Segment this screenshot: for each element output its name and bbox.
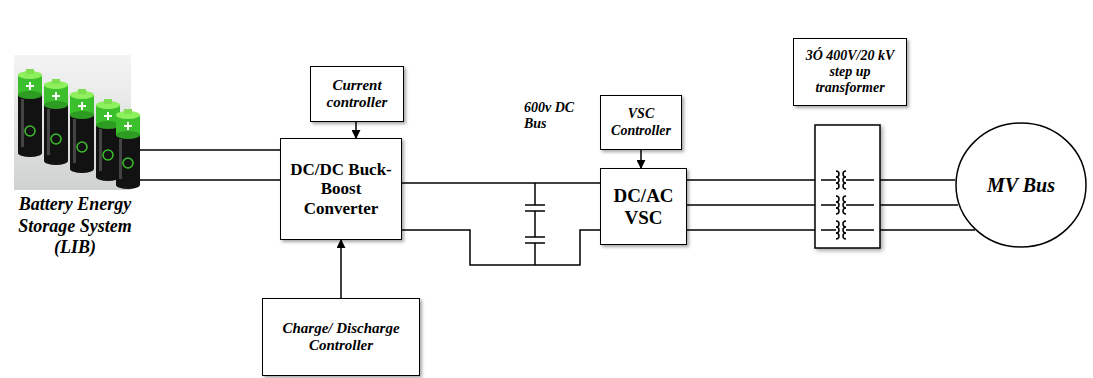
capacitor-plate bbox=[525, 236, 545, 238]
box-text: DC/DC Buck-Boost Converter bbox=[285, 160, 397, 219]
controller-box: Current controller bbox=[310, 66, 404, 122]
connector bbox=[355, 122, 357, 138]
box-text: 3Ó 400V/20 kV step up transformer bbox=[798, 48, 902, 96]
box-text: Current controller bbox=[315, 77, 399, 112]
transformer-label-box: 3Ó 400V/20 kV step up transformer bbox=[793, 38, 907, 106]
connector bbox=[131, 179, 280, 181]
battery-cell bbox=[18, 69, 42, 157]
battery-cell bbox=[44, 79, 68, 165]
dc-wire bbox=[534, 211, 536, 237]
box-text: MV Bus bbox=[959, 174, 1083, 197]
connector bbox=[340, 240, 342, 298]
connector bbox=[402, 182, 600, 184]
phase-wire bbox=[687, 204, 815, 206]
battery-illustration bbox=[14, 55, 131, 190]
transformer-symbol bbox=[821, 221, 874, 239]
battery-cell bbox=[116, 109, 140, 189]
phase-wire bbox=[880, 229, 975, 231]
transformer-symbol bbox=[821, 171, 874, 189]
phase-wire bbox=[687, 229, 815, 231]
bus-label: 600v DC Bus bbox=[524, 100, 598, 132]
controller-box: Charge/ Discharge Controller bbox=[262, 298, 420, 376]
dc-wire bbox=[534, 243, 536, 265]
bus-ellipse: MV Bus bbox=[955, 122, 1087, 248]
transformer-box bbox=[815, 125, 880, 248]
dc-wire bbox=[534, 183, 536, 205]
box-text: VSC Controller bbox=[605, 106, 677, 138]
image-ground bbox=[14, 55, 131, 190]
battery-pack: Battery Energy Storage System (LIB) bbox=[14, 55, 131, 190]
controller-box: VSC Controller bbox=[600, 95, 682, 150]
transformer-symbols bbox=[821, 171, 874, 239]
connector bbox=[402, 230, 600, 265]
connector bbox=[131, 149, 280, 151]
phase-wire bbox=[880, 179, 955, 181]
box-text: DC/AC VSC bbox=[605, 185, 682, 229]
inverter-box: DC/AC VSC bbox=[600, 168, 687, 245]
capacitor-plate bbox=[525, 204, 545, 206]
system-label: Battery Energy Storage System (LIB) bbox=[5, 194, 145, 259]
connector bbox=[640, 150, 642, 168]
transformer-symbol bbox=[821, 196, 874, 214]
converter-box: DC/DC Buck-Boost Converter bbox=[280, 138, 402, 240]
box-text: Charge/ Discharge Controller bbox=[267, 320, 415, 355]
phase-wire bbox=[880, 204, 958, 206]
battery-cell bbox=[70, 89, 94, 173]
phase-wire bbox=[687, 179, 815, 181]
